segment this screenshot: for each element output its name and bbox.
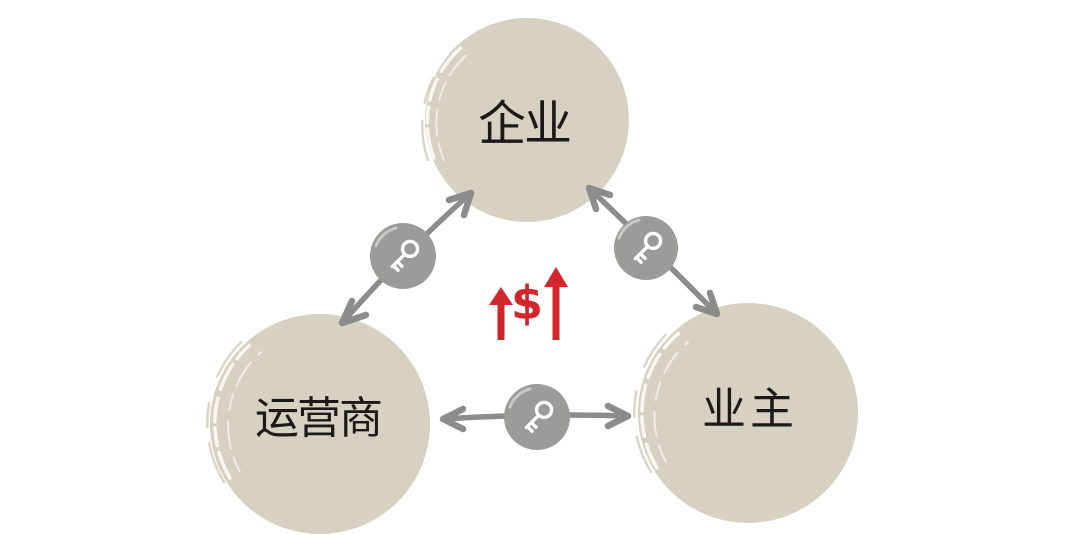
arrowhead-to-enterprise (585, 184, 614, 213)
brush-texture (640, 330, 682, 470)
node-circle (210, 314, 430, 534)
up-arrow-large-head (544, 267, 568, 287)
badge-highlight (508, 387, 532, 409)
revenue-increase-symbol: $ (489, 267, 568, 340)
brush-texture (213, 340, 255, 480)
brush-texture (435, 51, 471, 161)
node-owner: 业主 (633, 303, 858, 523)
node-label: 运营商 (255, 393, 381, 444)
key-badge-operator-owner (504, 384, 570, 450)
up-arrow-small-head (489, 287, 513, 305)
key-badge-enterprise-owner (614, 216, 678, 280)
brush-halo (420, 44, 460, 162)
brush-texture (227, 351, 262, 473)
arrowhead-to-enterprise (445, 189, 475, 219)
arrowhead-to-operator (439, 405, 467, 433)
node-label: 企业 (478, 96, 570, 152)
badge-highlight (374, 226, 398, 248)
dollar-sign: $ (511, 276, 543, 330)
brush-texture (653, 341, 689, 463)
brush-texture (425, 44, 465, 160)
brush-halo (206, 334, 250, 484)
key-badge-enterprise-operator (370, 223, 436, 289)
brush-halo (633, 324, 677, 474)
node-circle (425, 18, 629, 222)
node-circle (638, 303, 858, 523)
node-enterprise: 企业 (420, 18, 629, 222)
badge-highlight (617, 218, 641, 240)
node-operator: 运营商 (206, 314, 430, 534)
arrowhead-to-operator (338, 297, 370, 327)
node-label: 业主 (702, 384, 798, 435)
arrowhead-to-owner (604, 402, 632, 430)
arrowhead-to-owner (692, 289, 721, 318)
